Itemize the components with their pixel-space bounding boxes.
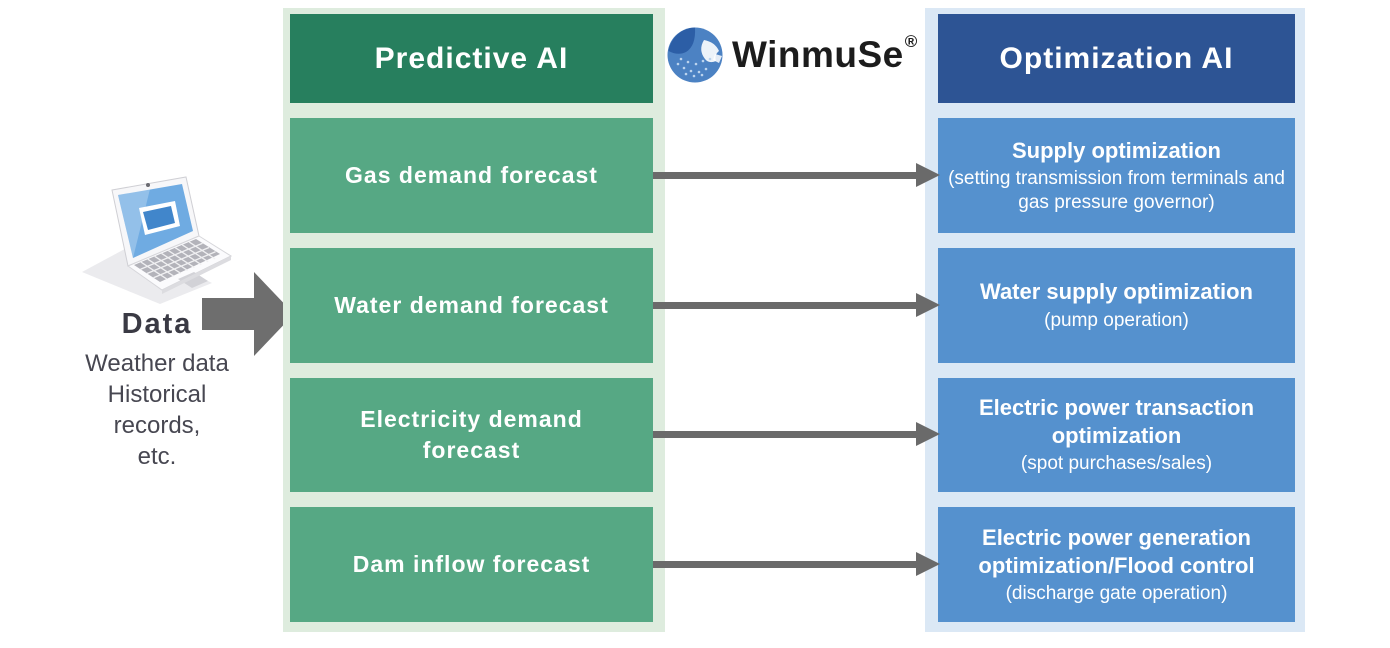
predictive-item-electricity: Electricity demand forecast xyxy=(290,377,653,493)
registered-mark: ® xyxy=(904,32,918,51)
arrow-head-icon xyxy=(916,552,940,576)
optimization-header: Optimization AI xyxy=(938,14,1295,103)
data-label: Data xyxy=(121,308,193,340)
data-description: Weather data Historical records, etc. xyxy=(52,349,262,473)
predictive-item-gas: Gas demand forecast xyxy=(290,118,653,233)
optimization-item-subtitle: (setting transmission from terminals and… xyxy=(948,168,1285,213)
optimization-item-transaction: Electric power transaction optimization … xyxy=(938,377,1295,493)
arrow-head-icon xyxy=(916,422,940,446)
globe-icon xyxy=(667,27,723,83)
connector-arrow-gas-to-supply xyxy=(653,163,940,187)
arrow-shaft xyxy=(653,560,918,568)
arrow-shaft xyxy=(653,171,918,179)
predictive-item-water: Water demand forecast xyxy=(290,247,653,363)
optimization-item-subtitle: (discharge gate operation) xyxy=(1005,583,1228,605)
data-description-line: Historical xyxy=(107,380,207,408)
arrow-head-icon xyxy=(916,163,940,187)
optimization-item-title: Supply optimization xyxy=(1012,137,1221,163)
connector-arrow-electricity-to-transaction xyxy=(653,422,940,446)
connector-arrow-water-to-watersupply xyxy=(653,293,940,317)
predictive-item-dam: Dam inflow forecast xyxy=(290,507,653,622)
connector-arrow-dam-to-generation xyxy=(653,552,940,576)
arrow-shaft xyxy=(653,430,918,438)
optimization-item-subtitle: (spot purchases/sales) xyxy=(1020,453,1213,475)
optimization-item-title: Electric power generation optimization/F… xyxy=(978,525,1255,578)
optimization-item-title: Water supply optimization xyxy=(980,279,1253,305)
data-description-line: records, xyxy=(113,411,201,439)
optimization-item-title: Electric power transaction optimization xyxy=(978,395,1255,448)
predictive-header: Predictive AI xyxy=(290,14,653,103)
data-flow-arrow-icon xyxy=(202,272,294,356)
data-description-line: etc. xyxy=(137,442,177,470)
optimization-item-water: Water supply optimization (pump operatio… xyxy=(938,247,1295,363)
data-description-line: Weather data xyxy=(85,350,229,377)
arrow-head-icon xyxy=(916,293,940,317)
laptop-icon xyxy=(82,176,232,304)
optimization-item-supply: Supply optimization (setting transmissio… xyxy=(938,118,1295,233)
data-source-group: Data Weather data Historical records, et… xyxy=(52,176,262,473)
winmuse-logo: WinmuSe ® xyxy=(666,26,917,84)
optimization-panel: Optimization AI Supply optimization (set… xyxy=(925,8,1305,632)
optimization-item-subtitle: (pump operation) xyxy=(1044,309,1189,331)
predictive-panel: Predictive AI Gas demand forecast Water … xyxy=(283,8,665,632)
winmuse-wordmark: WinmuSe xyxy=(732,34,904,75)
optimization-item-generation: Electric power generation optimization/F… xyxy=(938,507,1295,622)
arrow-shaft xyxy=(653,301,918,309)
